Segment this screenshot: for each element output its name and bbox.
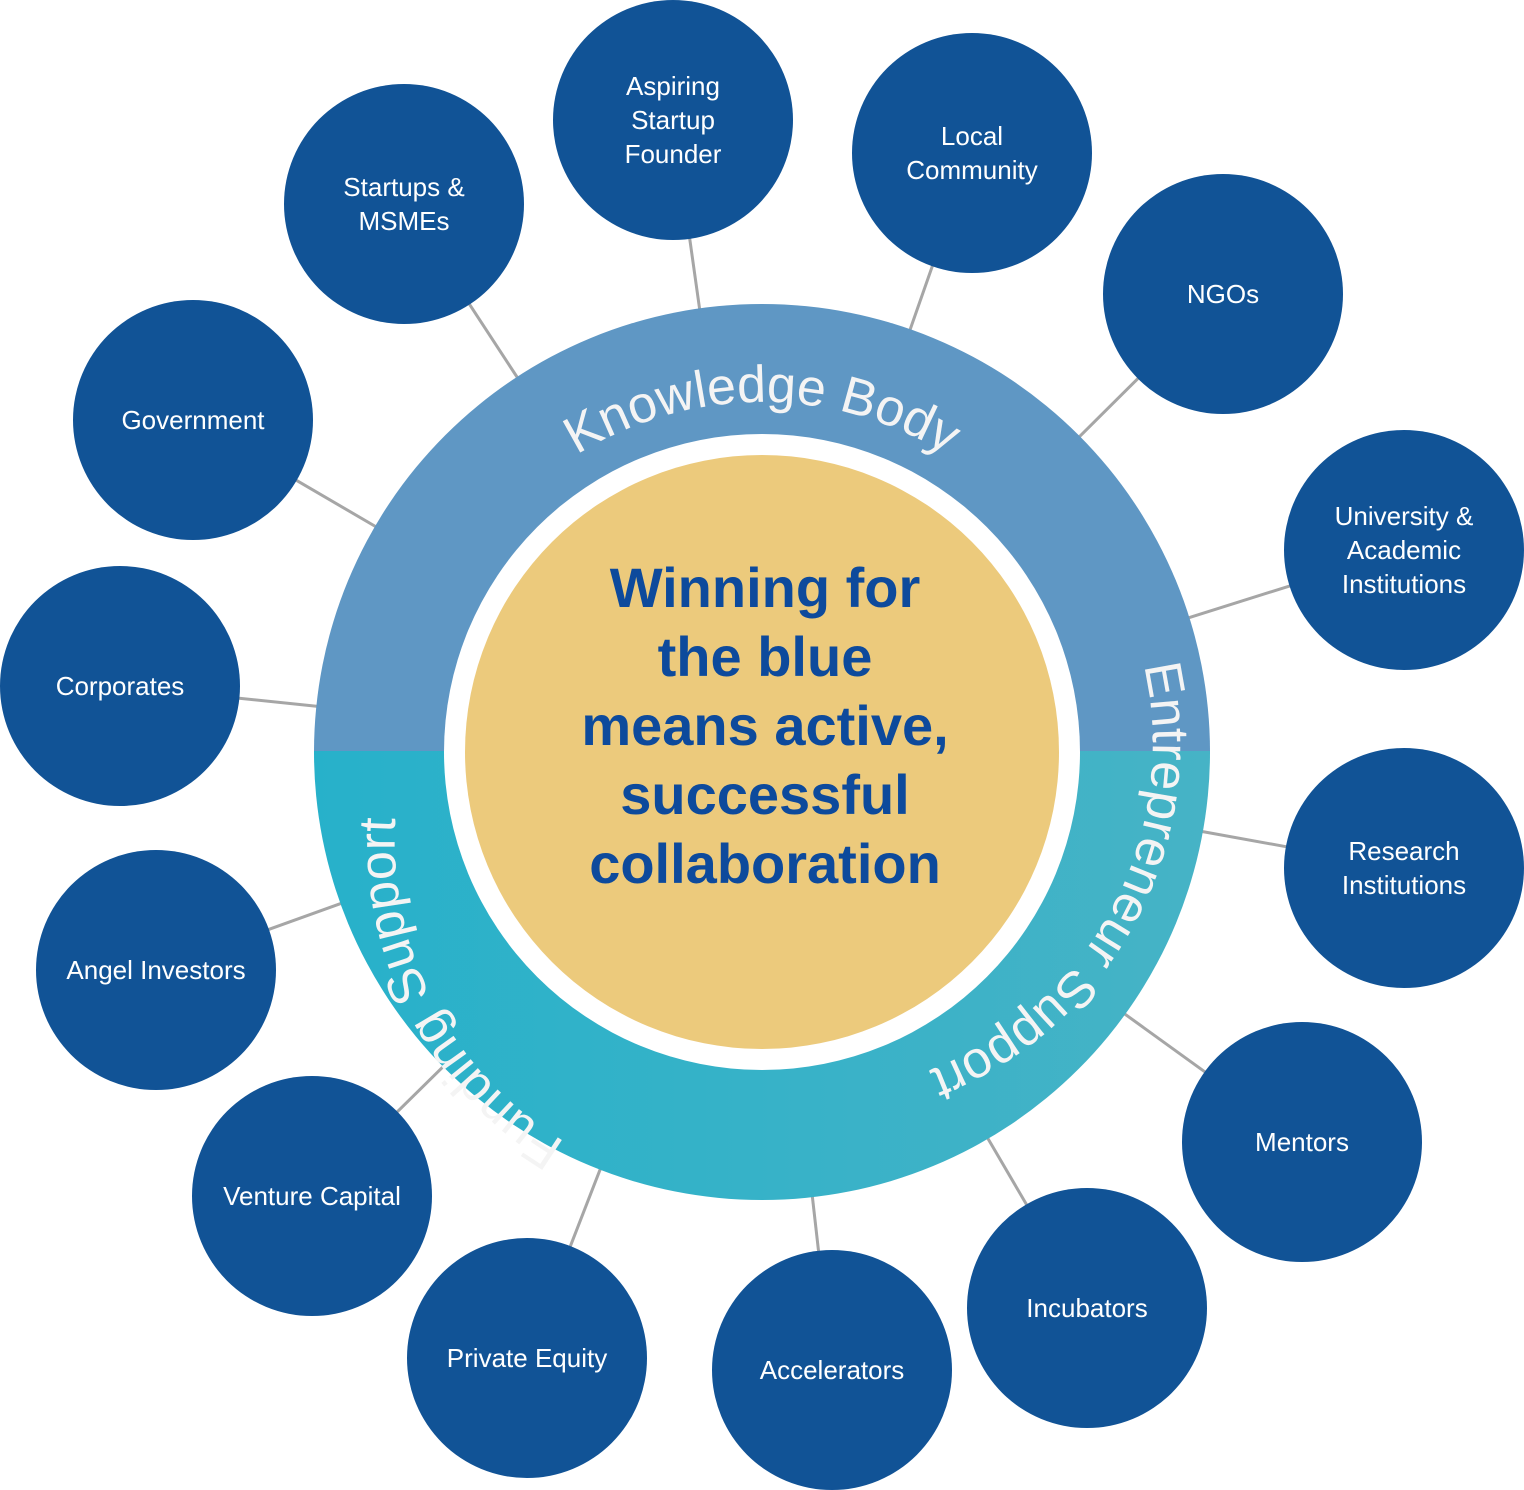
node-mentors: Mentors bbox=[1182, 1022, 1422, 1262]
node-angel-investors: Angel Investors bbox=[36, 850, 276, 1090]
node-circle bbox=[852, 33, 1092, 273]
connector-mentors bbox=[1120, 1010, 1210, 1076]
connector-ngos bbox=[1075, 373, 1143, 441]
connector-angel-investors bbox=[263, 900, 346, 933]
node-label: Corporates bbox=[56, 671, 185, 701]
node-label: Incubators bbox=[1026, 1293, 1147, 1323]
node-label: NGOs bbox=[1187, 279, 1259, 309]
node-circle bbox=[712, 1250, 952, 1490]
node-circle bbox=[553, 0, 793, 240]
node-label: Startup bbox=[631, 105, 715, 135]
node-circle bbox=[36, 850, 276, 1090]
connector-accelerators bbox=[810, 1192, 821, 1256]
node-label: Startups & bbox=[343, 172, 464, 202]
connector-government bbox=[291, 476, 381, 531]
node-circle bbox=[73, 300, 313, 540]
node-circle bbox=[1284, 748, 1524, 988]
node-government: Government bbox=[73, 300, 313, 540]
connector-venture-capital bbox=[392, 1062, 448, 1117]
node-label: Angel Investors bbox=[66, 955, 245, 985]
node-circle bbox=[1103, 174, 1343, 414]
node-circle bbox=[1182, 1022, 1422, 1262]
node-label: University & bbox=[1335, 501, 1474, 531]
connector-private-equity bbox=[567, 1164, 604, 1252]
node-label: Research bbox=[1348, 836, 1459, 866]
connector-incubators bbox=[984, 1133, 1031, 1210]
center-line: means active, bbox=[581, 694, 948, 757]
connector-university-academic-institutions bbox=[1184, 583, 1295, 621]
node-label: Local bbox=[941, 121, 1003, 151]
node-circle bbox=[192, 1076, 432, 1316]
node-circle bbox=[284, 84, 524, 324]
node-label: Government bbox=[121, 405, 265, 435]
node-accelerators: Accelerators bbox=[712, 1250, 952, 1490]
node-circle bbox=[0, 566, 240, 806]
connector-research-institutions bbox=[1197, 829, 1292, 850]
connector-local-community bbox=[907, 261, 936, 335]
center-line: collaboration bbox=[589, 832, 941, 895]
center-line: the blue bbox=[658, 625, 873, 688]
node-label: Founder bbox=[625, 139, 722, 169]
connector-startups-msmes bbox=[465, 299, 521, 382]
connector-aspiring-startup-founder bbox=[687, 233, 702, 314]
node-label: Aspiring bbox=[626, 71, 720, 101]
center-line: successful bbox=[620, 763, 910, 826]
connector-corporates bbox=[234, 696, 322, 709]
node-ngos: NGOs bbox=[1103, 174, 1343, 414]
node-label: Mentors bbox=[1255, 1127, 1349, 1157]
node-private-equity: Private Equity bbox=[407, 1238, 647, 1478]
connectors bbox=[234, 233, 1295, 1256]
node-label: Private Equity bbox=[447, 1343, 607, 1373]
node-label: Institutions bbox=[1342, 870, 1466, 900]
node-label: MSMEs bbox=[359, 206, 450, 236]
center-line: Winning for bbox=[610, 556, 921, 619]
node-incubators: Incubators bbox=[967, 1188, 1207, 1428]
node-label: Venture Capital bbox=[223, 1181, 401, 1211]
node-label: Community bbox=[906, 155, 1037, 185]
center-circle bbox=[465, 455, 1059, 1049]
node-label: Accelerators bbox=[760, 1355, 905, 1385]
node-startups-msmes: Startups & MSMEs bbox=[284, 84, 524, 324]
node-label: Academic bbox=[1347, 535, 1461, 565]
node-corporates: Corporates bbox=[0, 566, 240, 806]
node-circle bbox=[1284, 430, 1524, 670]
node-venture-capital: Venture Capital bbox=[192, 1076, 432, 1316]
node-circle bbox=[967, 1188, 1207, 1428]
node-label: Institutions bbox=[1342, 569, 1466, 599]
node-circle bbox=[407, 1238, 647, 1478]
center-message: Winning for the blue means active, succe… bbox=[581, 556, 948, 895]
